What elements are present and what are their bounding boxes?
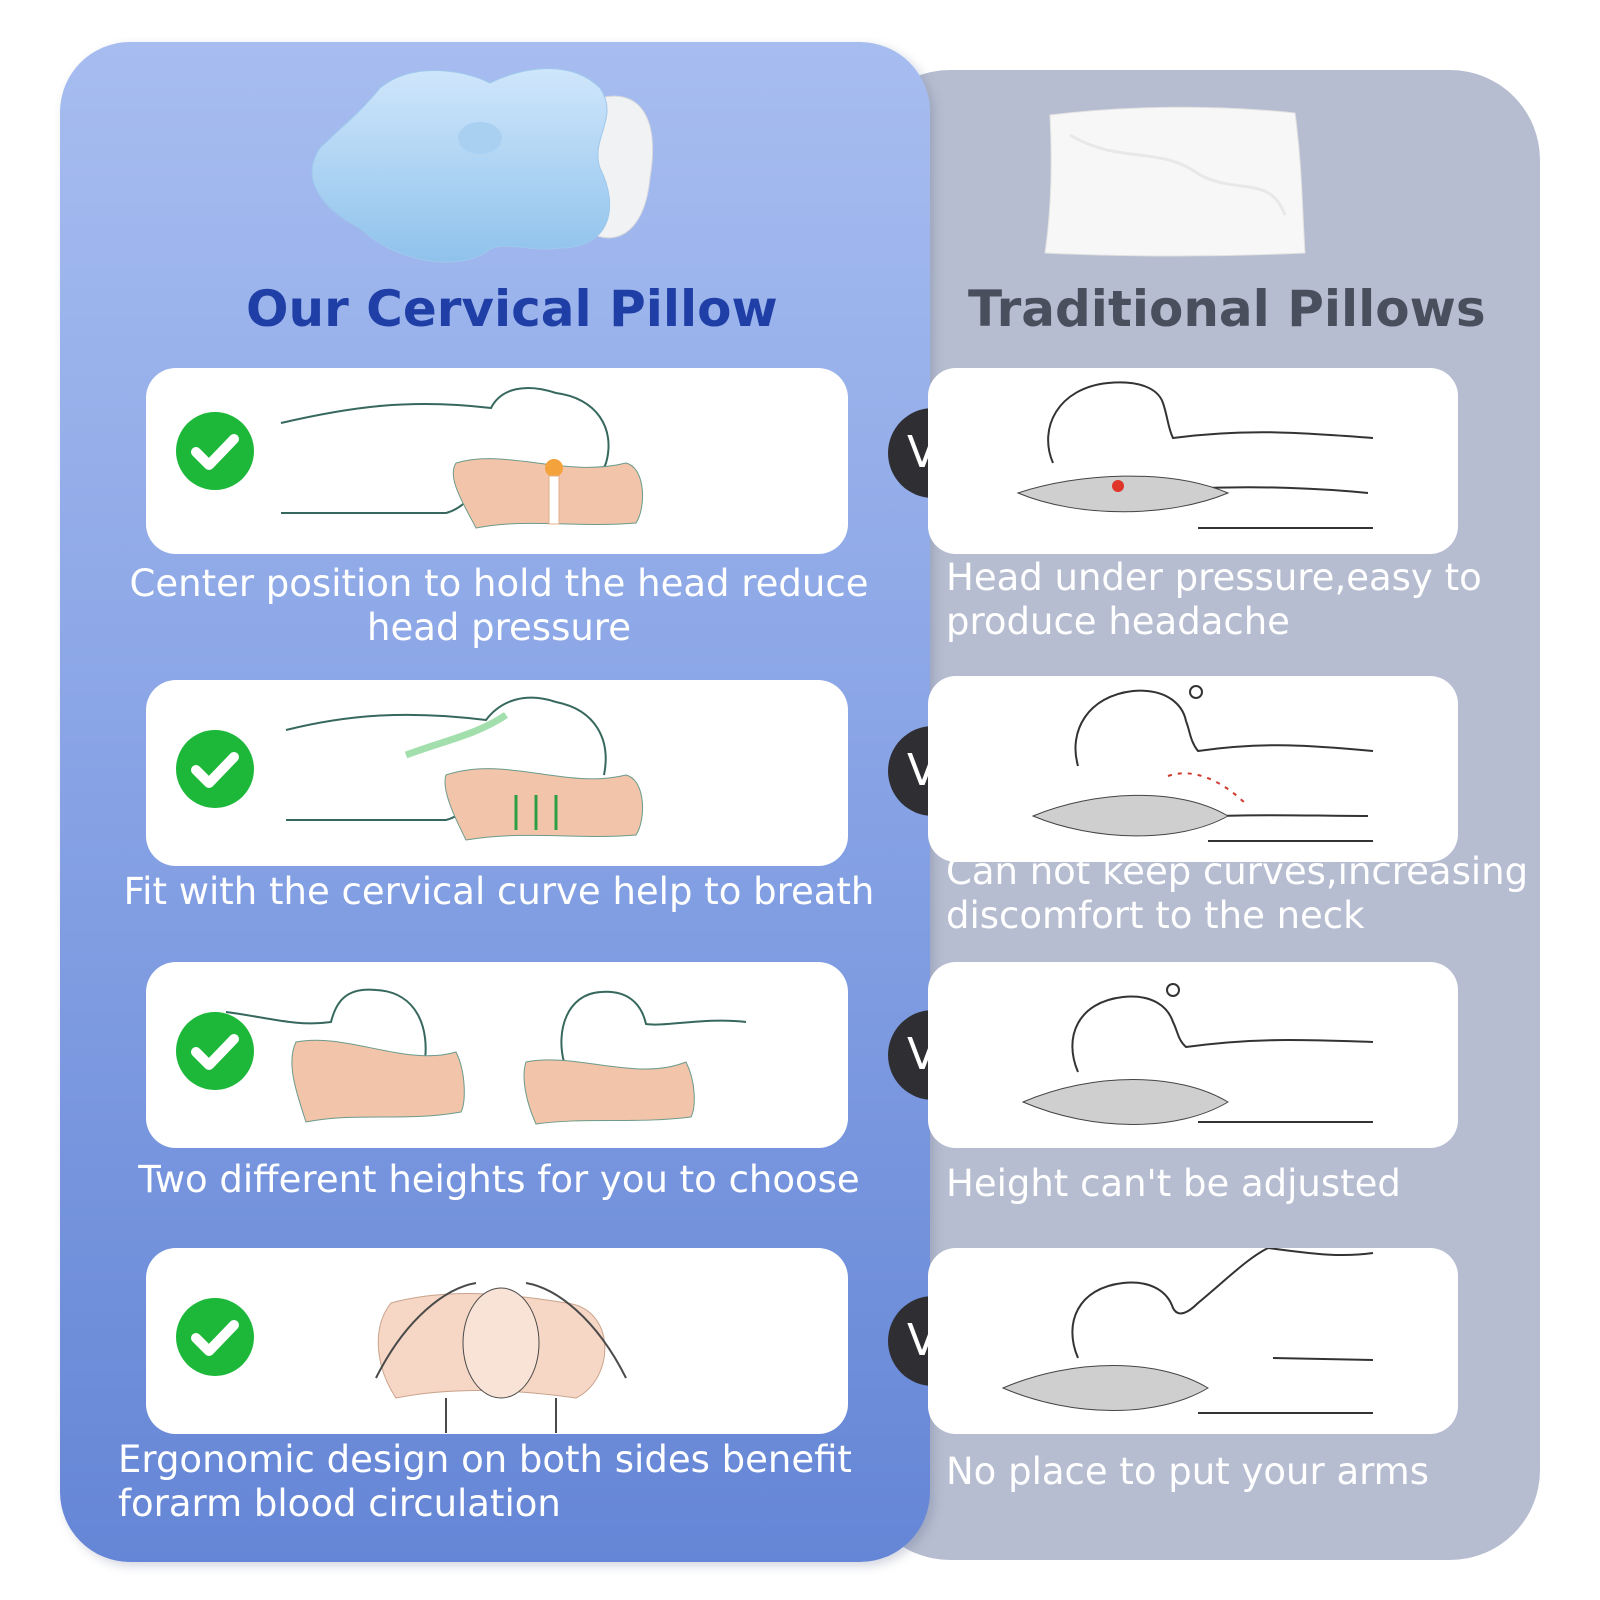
traditional-pillows-title: Traditional Pillows [968,280,1486,338]
traditional-illustration-card [928,676,1458,862]
cervical-caption: Fit with the cervical curve help to brea… [123,870,875,913]
traditional-caption: Head under pressure,easy to produce head… [946,556,1482,643]
no-arm-space-illustration [1001,1248,1374,1414]
cervical-caption: Center position to hold the head reduce … [129,562,869,649]
fixed-height-illustration [1021,983,1374,1125]
traditional-caption: Can not keep curves,increasing discomfor… [946,850,1529,937]
cervical-illustration-card [146,962,848,1148]
neck-discomfort-illustration [1031,685,1374,842]
traditional-illustration-card [928,962,1458,1148]
traditional-caption: Height can't be adjusted [946,1162,1401,1205]
cervical-illustration-card [146,368,848,554]
traditional-pillow-image [1044,106,1306,257]
two-heights-illustration [225,988,747,1125]
head-support-illustration [280,387,644,529]
traditional-caption: No place to put your arms [946,1450,1430,1493]
check-circle-icon [176,412,254,490]
arm-rest-illustration [375,1282,627,1433]
cervical-caption: Ergonomic design on both sides benefit f… [118,1438,852,1525]
check-circle-icon [176,1012,254,1090]
traditional-illustration-card [928,1248,1458,1434]
check-circle-icon [176,1298,254,1376]
cervical-pillow-title: Our Cervical Pillow [246,280,778,338]
head-pressure-illustration [1016,381,1374,529]
cervical-caption: Two different heights for you to choose [138,1158,860,1201]
breathing-curve-illustration [285,696,644,841]
cervical-illustration-card [146,680,848,866]
cervical-pillow-image [311,68,654,263]
traditional-illustration-card [928,368,1458,554]
cervical-illustration-card [146,1248,848,1434]
check-circle-icon [176,730,254,808]
